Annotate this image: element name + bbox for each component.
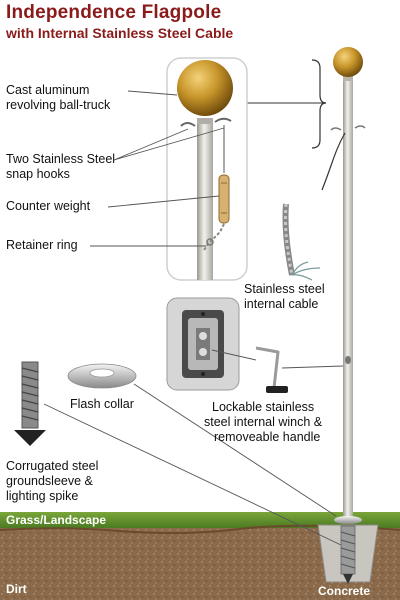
counter-weight <box>218 174 230 224</box>
retainer-ring <box>206 238 214 246</box>
leader-lines <box>43 90 344 546</box>
flash-collar-label: Flash collar <box>70 397 134 411</box>
lighting-spike <box>14 430 46 446</box>
winch-inset <box>166 297 240 391</box>
concrete-label: Concrete <box>318 584 371 598</box>
dangling-cable <box>321 132 346 191</box>
snap-hook-left <box>180 122 196 127</box>
groundsleeve-sample <box>14 361 46 446</box>
cable-label: Stainless steel internal cable <box>244 282 325 311</box>
cable-sample <box>282 203 321 281</box>
ball-truck-label: Cast aluminum revolving ball-truck <box>6 83 111 112</box>
grass-label: Grass/Landscape <box>6 513 107 527</box>
ball-bracket <box>311 59 327 149</box>
winch-label: Lockable stainless steel internal winch … <box>204 400 323 444</box>
grass-strip <box>0 512 400 528</box>
ground-section <box>0 512 400 600</box>
groundsleeve-label: Corrugated steel groundsleeve & lighting… <box>6 459 99 503</box>
dirt-label: Dirt <box>6 582 27 596</box>
page-title: Independence Flagpole <box>6 2 222 23</box>
snap-hooks-label: Two Stainless Steel snap hooks <box>6 152 116 181</box>
retainer-ring-label: Retainer ring <box>6 238 78 252</box>
winch-handle <box>255 346 288 393</box>
detail-inset <box>166 57 248 281</box>
inset-ball-truck <box>177 60 233 116</box>
installed-flash-collar <box>334 516 362 524</box>
main-ball-truck <box>333 47 363 77</box>
inset-pole <box>197 118 213 280</box>
page-subtitle: with Internal Stainless Steel Cable <box>6 25 234 41</box>
snap-hook-right <box>214 117 232 123</box>
flash-collar-sample <box>67 363 137 389</box>
counter-weight-label: Counter weight <box>6 199 91 213</box>
pole-shaft <box>343 75 353 523</box>
main-flagpole <box>321 47 366 584</box>
